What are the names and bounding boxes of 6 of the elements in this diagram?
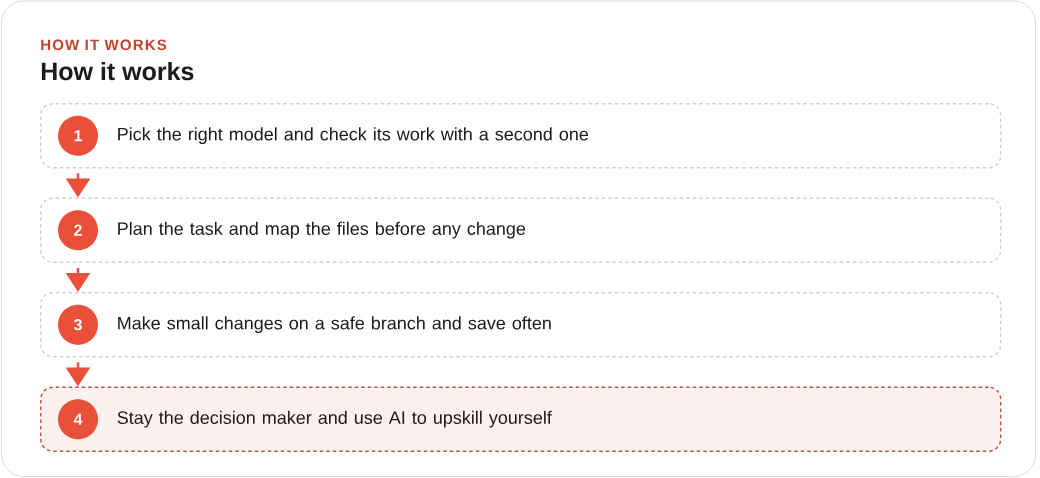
number-badge: 2 <box>58 210 98 251</box>
number-badge: 3 <box>58 304 98 345</box>
eyebrow-label: HOW IT WORKS <box>41 39 167 51</box>
number-badge: 4 <box>58 399 98 440</box>
number-badge: 1 <box>58 115 98 156</box>
heading: How it works <box>41 61 194 81</box>
